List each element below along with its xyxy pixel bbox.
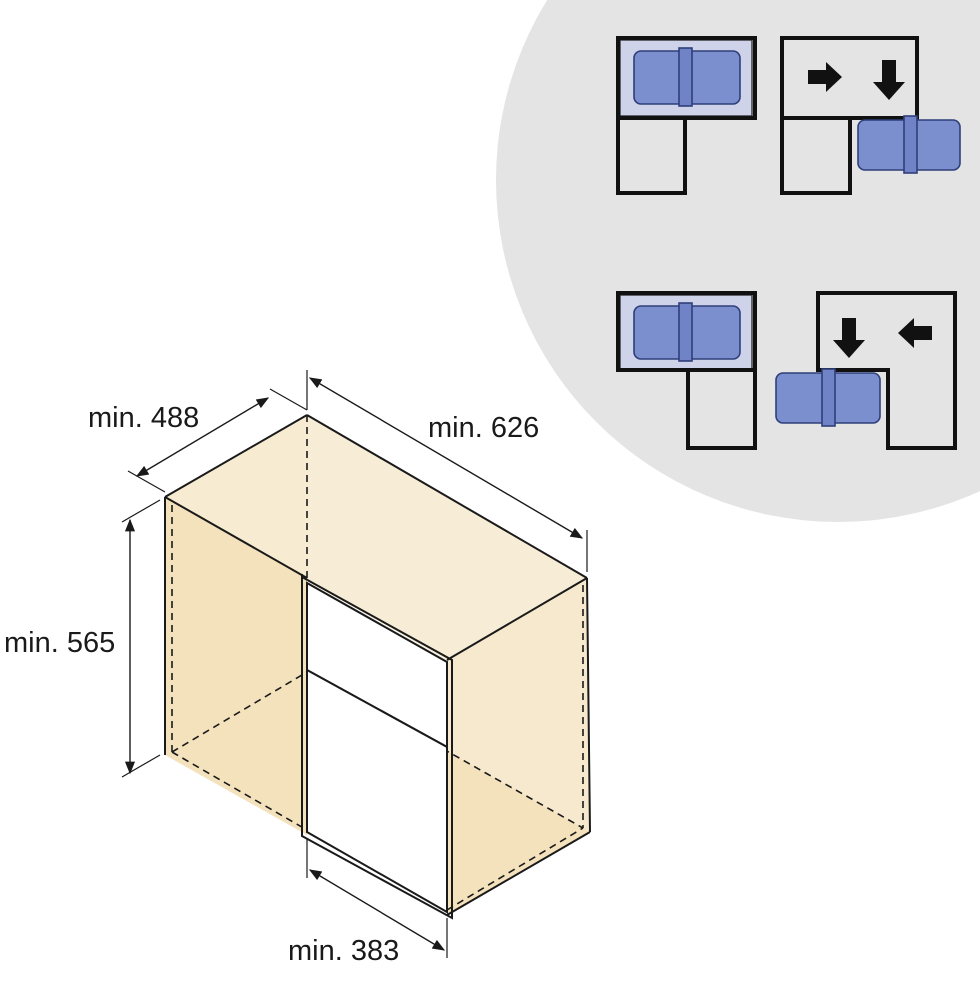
- cabinet-left-face: [165, 497, 307, 835]
- scheme-right-hand-closed: [616, 36, 757, 195]
- hidden-edge-floor-front: [171, 751, 308, 831]
- cabinet-isometric: [164, 414, 591, 920]
- unit-hinge: [821, 368, 836, 427]
- arrow-left-icon: [898, 318, 932, 348]
- dimension-lines: [121, 370, 588, 958]
- ext-line: [121, 499, 161, 523]
- ext-line: [269, 388, 308, 411]
- door-lower: [306, 668, 448, 914]
- opening-label: min. 383: [288, 935, 399, 967]
- scheme-left-hand-open: [775, 291, 957, 450]
- unit-hinge: [903, 115, 918, 174]
- height-label: min. 565: [4, 627, 115, 659]
- arrow-down-icon: [833, 318, 865, 358]
- arrow-down-icon: [873, 60, 905, 100]
- scheme-right-hand-open: [780, 36, 961, 195]
- width-dimension-line: [308, 377, 584, 539]
- edge-right-vertical: [586, 577, 591, 833]
- door-frame: [301, 575, 453, 920]
- ext-line: [121, 754, 161, 778]
- arrow-right-icon: [808, 62, 842, 92]
- unit-hinge: [678, 302, 693, 362]
- scheme-left-hand-closed: [616, 291, 757, 450]
- installation-inset: [496, 0, 980, 522]
- depth-dimension-line: [135, 397, 270, 477]
- hidden-edge-floor-left: [171, 671, 308, 753]
- hidden-edge-floor-opening: [446, 827, 584, 911]
- unit-hinge: [678, 47, 693, 107]
- edge-top-inner: [164, 496, 308, 579]
- depth-label: min. 488: [88, 402, 199, 434]
- edge-bottom-right: [446, 831, 591, 916]
- edge-top-front: [446, 577, 588, 661]
- opening-dimension-line: [308, 869, 446, 951]
- cabinet-plan-outline: [616, 291, 757, 450]
- ext-line: [127, 470, 166, 493]
- width-label: min. 626: [428, 412, 539, 444]
